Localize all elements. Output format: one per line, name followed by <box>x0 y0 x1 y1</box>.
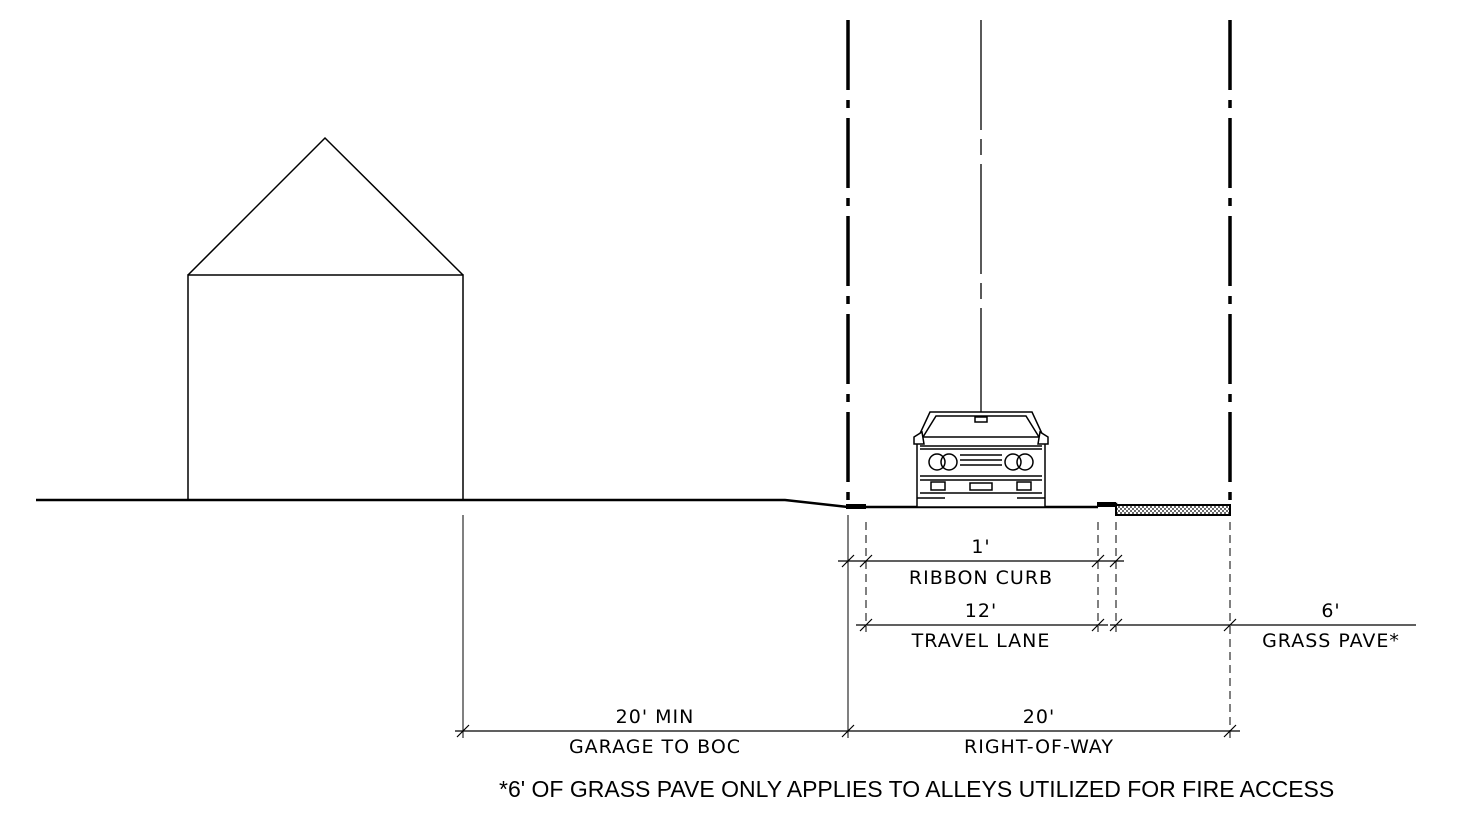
footnote: *6' OF GRASS PAVE ONLY APPLIES TO ALLEYS… <box>499 776 1334 802</box>
car-icon <box>913 411 1049 508</box>
garage-to-boc-label: GARAGE TO BOC <box>569 736 741 758</box>
ribbon-curb-value: 1' <box>971 536 990 558</box>
right-of-way-value: 20' <box>1023 706 1055 728</box>
ribbon-curb-label: RIBBON CURB <box>909 567 1053 589</box>
travel-lane-value: 12' <box>965 600 997 622</box>
dimension-lines <box>455 554 1416 738</box>
ribbon-curb-left <box>846 504 866 509</box>
grass-pave-hatch <box>1115 504 1231 516</box>
ribbon-curb-right <box>1097 502 1116 507</box>
grass-pave-value: 6' <box>1321 600 1340 622</box>
house <box>187 136 464 500</box>
right-of-way-label: RIGHT-OF-WAY <box>964 736 1114 758</box>
garage-to-boc-value: 20' MIN <box>616 706 695 728</box>
extension-lines <box>462 515 1231 738</box>
grass-pave-label: GRASS PAVE* <box>1262 630 1400 652</box>
travel-lane-label: TRAVEL LANE <box>911 630 1051 652</box>
